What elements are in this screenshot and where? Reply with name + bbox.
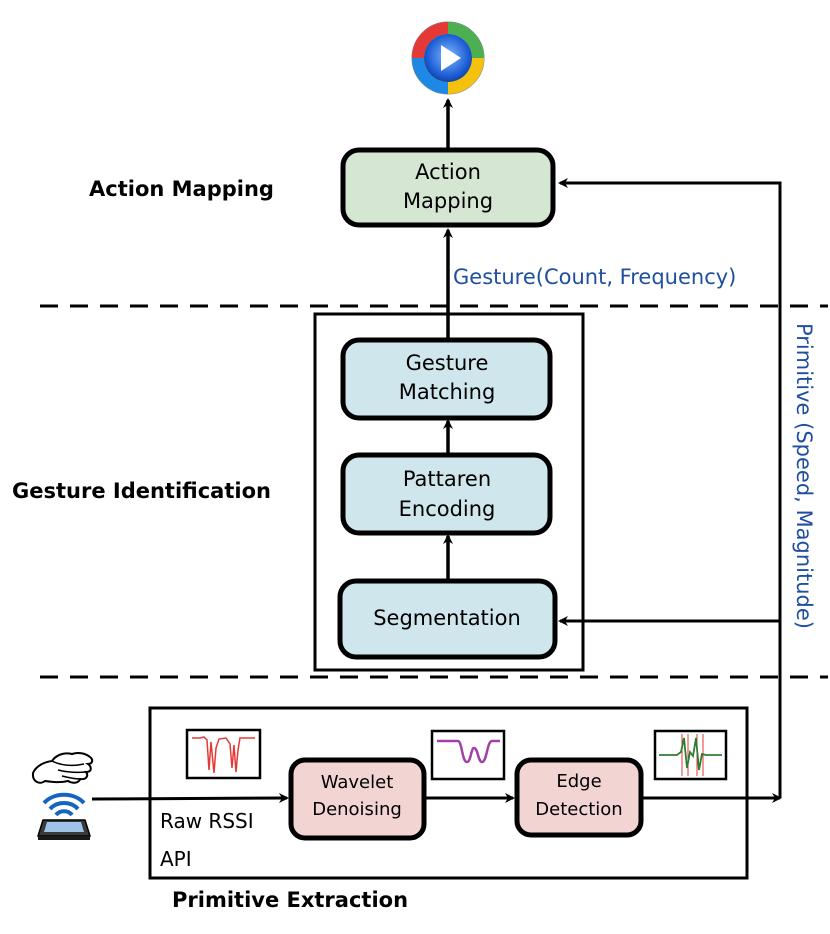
raw-signal-thumbnail (185, 728, 262, 780)
action-mapping-box (340, 147, 556, 228)
hand-icon (31, 752, 94, 784)
wavelet-denoising-line-2: Denoising (312, 799, 402, 820)
wavelet-denoising-box (288, 757, 427, 841)
gesture-matching-line-1: Gesture (406, 351, 489, 375)
denoised-signal-thumbnail (430, 729, 506, 781)
smartphone-wifi-icon (36, 792, 92, 840)
segmentation-box (337, 578, 558, 660)
section-label-action-mapping: Action Mapping (89, 177, 274, 201)
arrow-rssi-to-wavelet (91, 793, 289, 804)
gesture-matching-box (340, 337, 553, 421)
primitive-extraction-container (148, 706, 749, 880)
pattern-encoding-line-2: Encoding (399, 497, 496, 521)
action-mapping-line-2: Mapping (403, 189, 493, 213)
segmentation-label: Segmentation (373, 606, 521, 630)
edge-detection-box (514, 757, 644, 838)
edge-detection-line-1: Edge (556, 771, 601, 792)
gesture-output-label: Gesture(Count, Frequency) (453, 265, 736, 289)
pattern-encoding-line-1: Pattaren (403, 467, 491, 491)
section-label-primitive-extraction: Primitive Extraction (172, 888, 408, 912)
media-player-icon (411, 21, 485, 95)
api-label: API (160, 847, 192, 871)
gesture-matching-line-2: Matching (399, 380, 496, 404)
pattern-encoding-box (340, 452, 553, 536)
primitive-feedback-line (558, 178, 782, 798)
wavelet-denoising-line-1: Wavelet (321, 772, 394, 793)
edge-signal-thumbnail (653, 729, 728, 781)
section-label-gesture-identification: Gesture Identification (12, 479, 271, 503)
raw-rssi-label: Raw RSSI (160, 809, 254, 833)
primitive-output-label: Primitive (Speed, Magnitude) (792, 323, 816, 629)
action-mapping-line-1: Action (415, 160, 481, 184)
edge-detection-line-2: Detection (535, 799, 622, 820)
